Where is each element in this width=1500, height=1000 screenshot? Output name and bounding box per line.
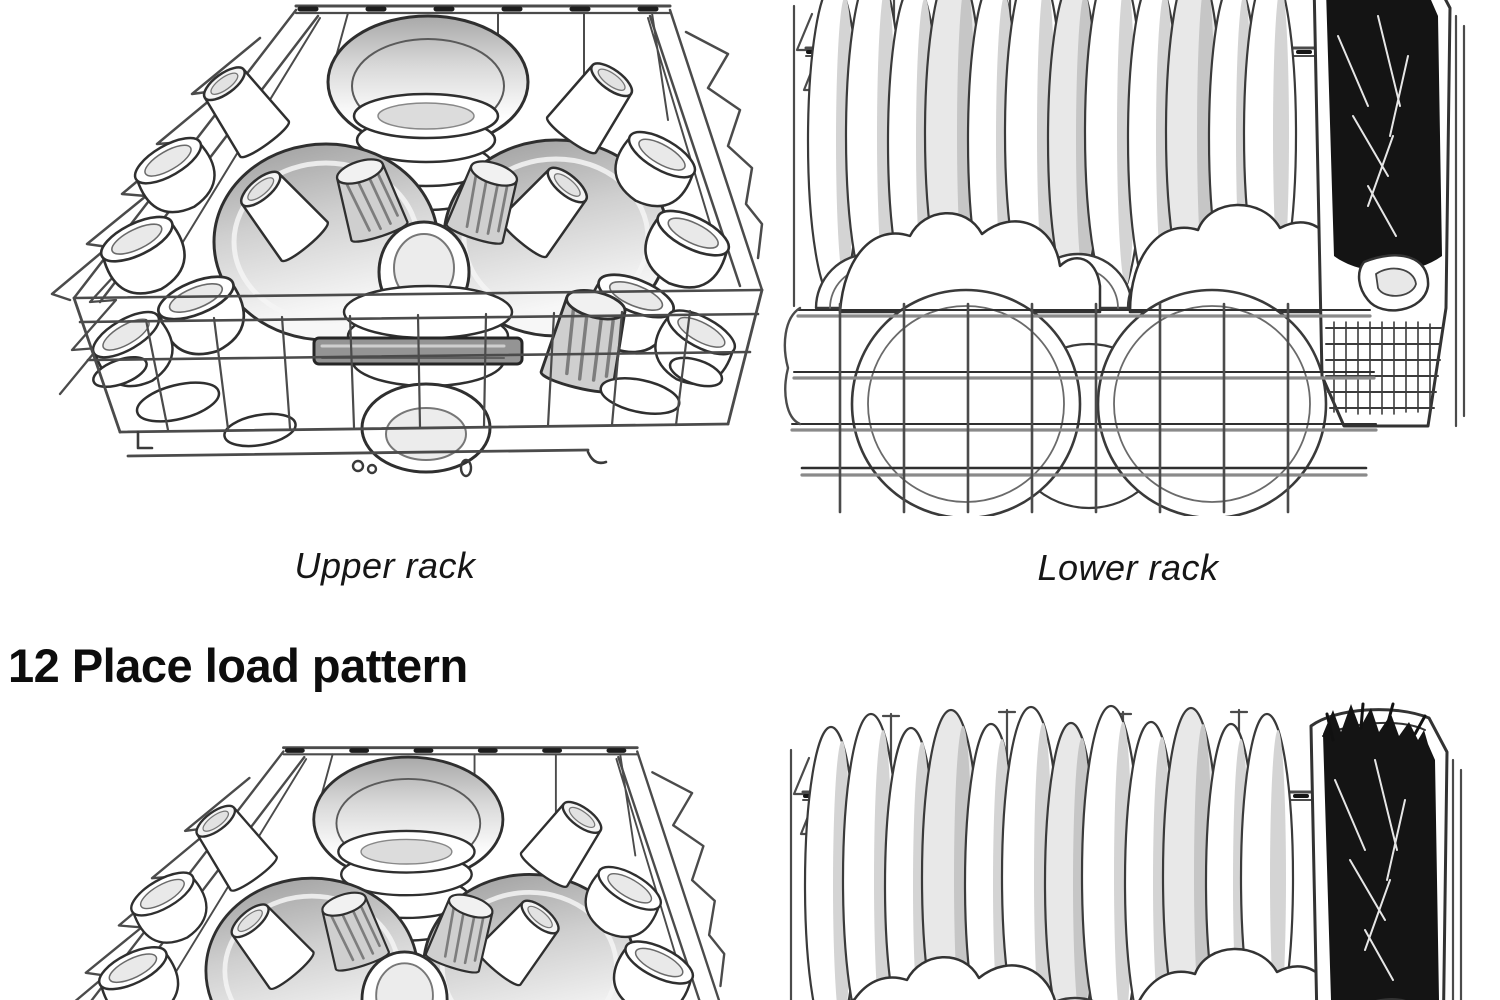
lower-rack-figure-top [778,0,1478,516]
dishwasher-lower-rack-illustration [782,0,1466,516]
dishwasher-lower-rack-illustration [779,702,1463,1000]
section-heading: 12 Place load pattern [8,639,468,692]
upper-rack-figure-bottom [30,742,730,1000]
dishwasher-upper-rack-illustration [28,0,768,480]
lower-rack-figure-bottom [775,700,1475,1000]
upper-rack-caption: Upper rack [294,545,476,586]
dishwasher-upper-rack-illustration [30,742,730,1000]
lower-rack-caption: Lower rack [1037,547,1219,588]
upper-rack-figure-top [28,0,768,480]
